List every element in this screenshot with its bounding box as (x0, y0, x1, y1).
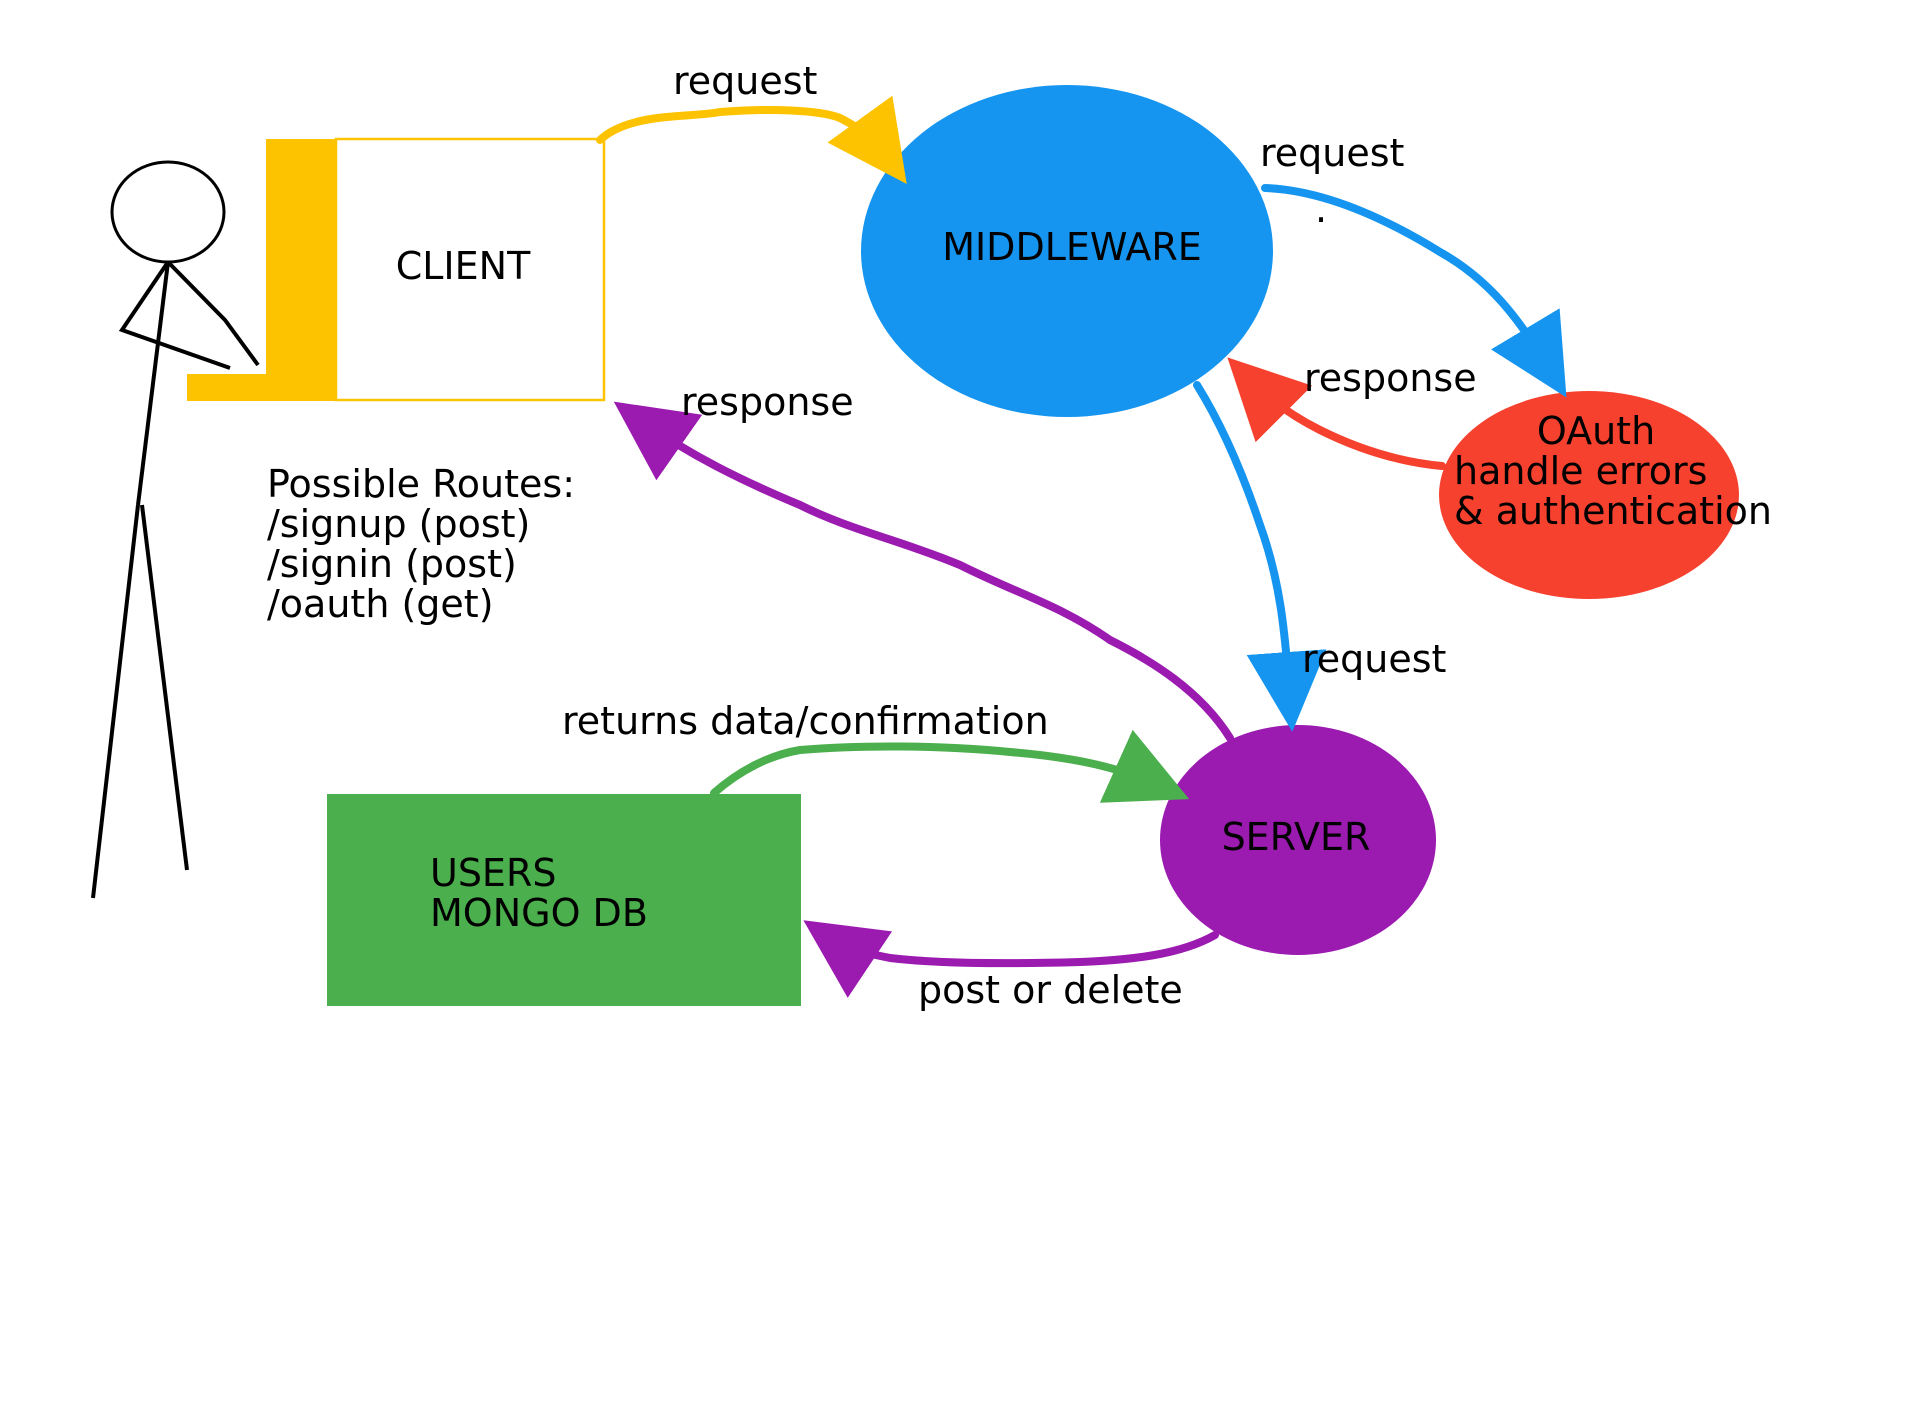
stick-figure-left-arm (118, 260, 231, 370)
oauth-node: OAuth handle errors & authentication (1439, 391, 1772, 599)
arrow-db-to-server (710, 729, 1190, 803)
label-middleware-to-oauth-dot: . (1315, 187, 1327, 231)
client-laptop-screen (334, 137, 606, 402)
middleware-label: MIDDLEWARE (942, 225, 1202, 269)
label-oauth-to-middleware: response (1304, 356, 1477, 400)
routes-block: Possible Routes: /signup (post) /signin … (267, 462, 575, 626)
routes-heading: Possible Routes: (267, 462, 575, 506)
stick-figure-head (110, 160, 226, 264)
stick-figure-right-leg (140, 504, 189, 871)
middleware-node: MIDDLEWARE (861, 85, 1273, 417)
oauth-label-line-2: handle errors (1454, 449, 1707, 493)
server-node: SERVER (1160, 725, 1436, 955)
arrow-middleware-to-oauth (1261, 184, 1567, 398)
route-item: /signup (post) (267, 502, 530, 546)
label-server-to-client: response (681, 380, 854, 424)
label-middleware-to-server: request (1302, 637, 1446, 681)
oauth-ellipse (1439, 391, 1739, 599)
server-ellipse (1160, 725, 1436, 955)
client-label: CLIENT (396, 244, 531, 288)
route-item: /signin (post) (267, 542, 517, 586)
db-label-line-2: MONGO DB (430, 891, 648, 935)
stick-figure (91, 160, 260, 899)
stick-figure-left-leg (91, 504, 140, 899)
label-db-to-server: returns data/confirmation (562, 699, 1049, 743)
label-client-to-middleware: request (673, 59, 817, 103)
arrow-server-to-db (803, 920, 1219, 998)
db-rect (327, 794, 801, 1006)
server-label: SERVER (1222, 815, 1371, 859)
stick-figure-right-arm (166, 260, 260, 367)
db-label-line-1: USERS (430, 851, 556, 895)
stick-figure-body (136, 261, 170, 506)
oauth-label-line-3: & authentication (1454, 489, 1772, 533)
client-node: CLIENT (187, 137, 606, 402)
arrow-middleware-to-server (1193, 381, 1327, 732)
client-laptop-base (187, 374, 322, 401)
arrow-oauth-to-middleware (1227, 357, 1446, 470)
client-laptop-side (266, 139, 336, 401)
label-middleware-to-oauth: request (1260, 131, 1404, 175)
middleware-ellipse (861, 85, 1273, 417)
oauth-label-line-1: OAuth (1537, 409, 1655, 453)
arrow-client-to-middleware (596, 95, 907, 184)
label-server-to-db: post or delete (918, 968, 1183, 1012)
db-node: USERS MONGO DB (327, 794, 801, 1006)
arrow-server-to-client (613, 401, 1234, 742)
route-item: /oauth (get) (267, 582, 494, 626)
